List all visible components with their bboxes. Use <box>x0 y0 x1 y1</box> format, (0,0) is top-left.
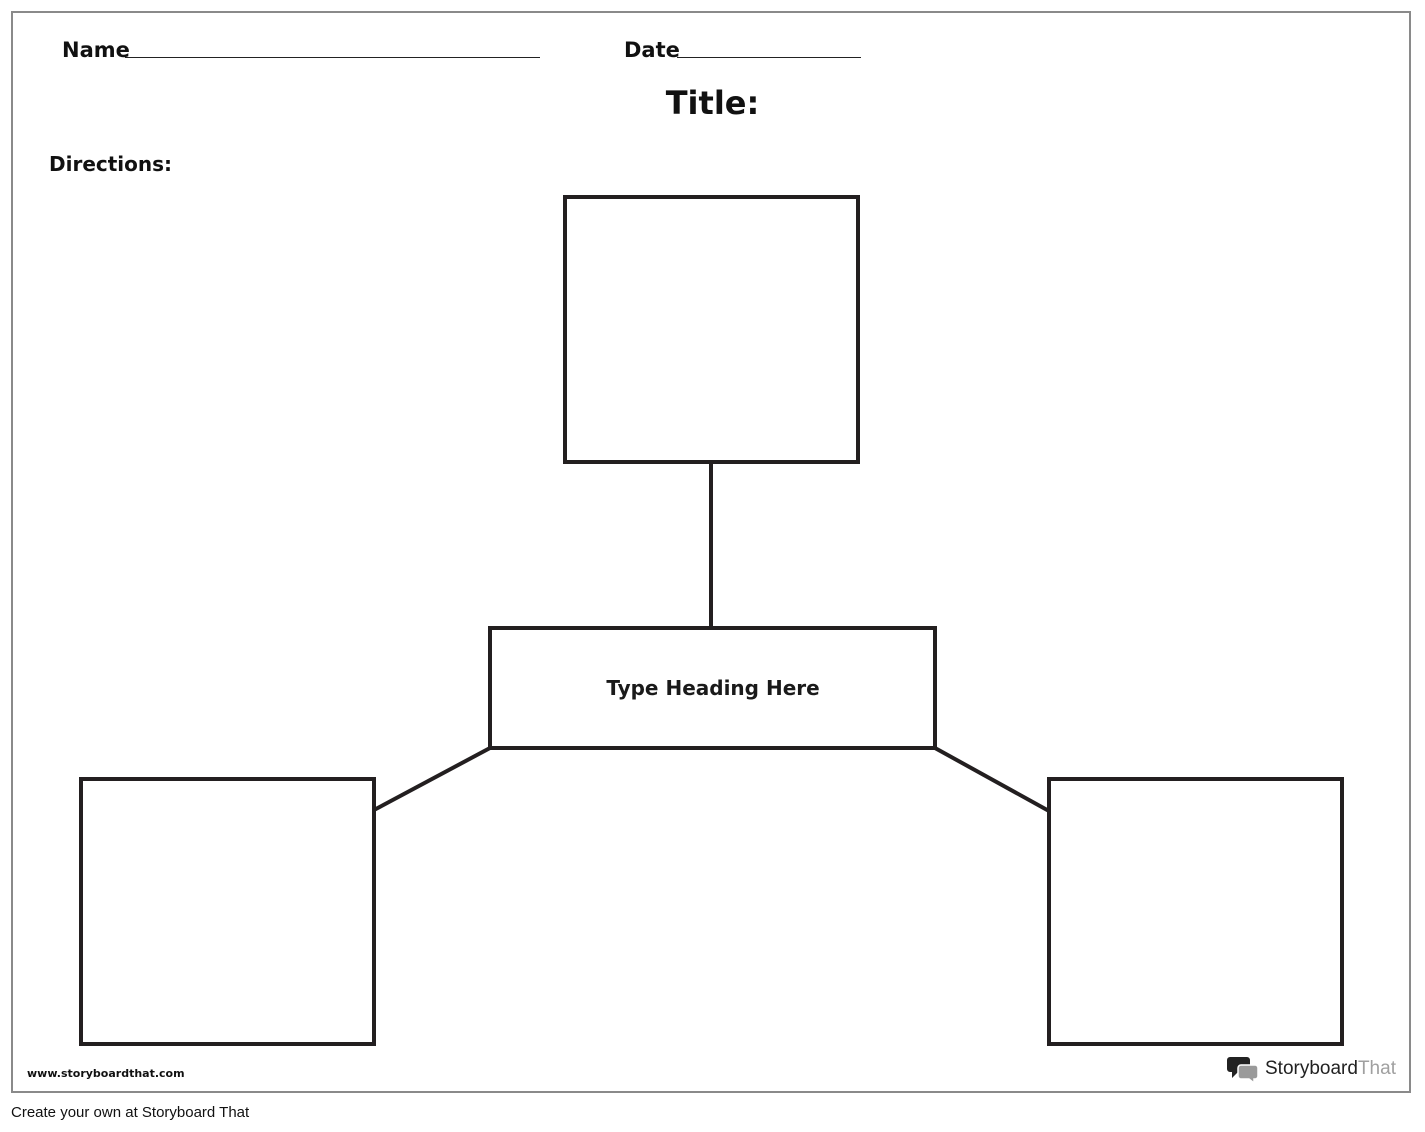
title-label: Title: <box>665 84 760 122</box>
date-line <box>677 57 861 58</box>
date-label: Date <box>624 38 680 62</box>
name-line <box>125 57 540 58</box>
logo-name: Storyboard <box>1265 1058 1358 1079</box>
footer-link[interactable]: Create your own at Storyboard That <box>11 1104 250 1121</box>
top-box <box>563 195 860 464</box>
name-label: Name <box>62 38 130 62</box>
directions-label: Directions: <box>49 152 173 176</box>
speech-bubbles-icon <box>1227 1057 1259 1083</box>
logo-suffix: That <box>1357 1058 1396 1079</box>
website-url: www.storyboardthat.com <box>27 1067 185 1080</box>
center-heading-box <box>488 626 937 750</box>
bottom-left-box <box>79 777 376 1046</box>
bottom-right-box <box>1047 777 1344 1046</box>
center-heading-text[interactable]: Type Heading Here <box>606 676 820 700</box>
storyboardthat-logo: StoryboardThat <box>1227 1055 1396 1083</box>
connector-left <box>373 746 491 812</box>
connector-right <box>934 746 1050 813</box>
